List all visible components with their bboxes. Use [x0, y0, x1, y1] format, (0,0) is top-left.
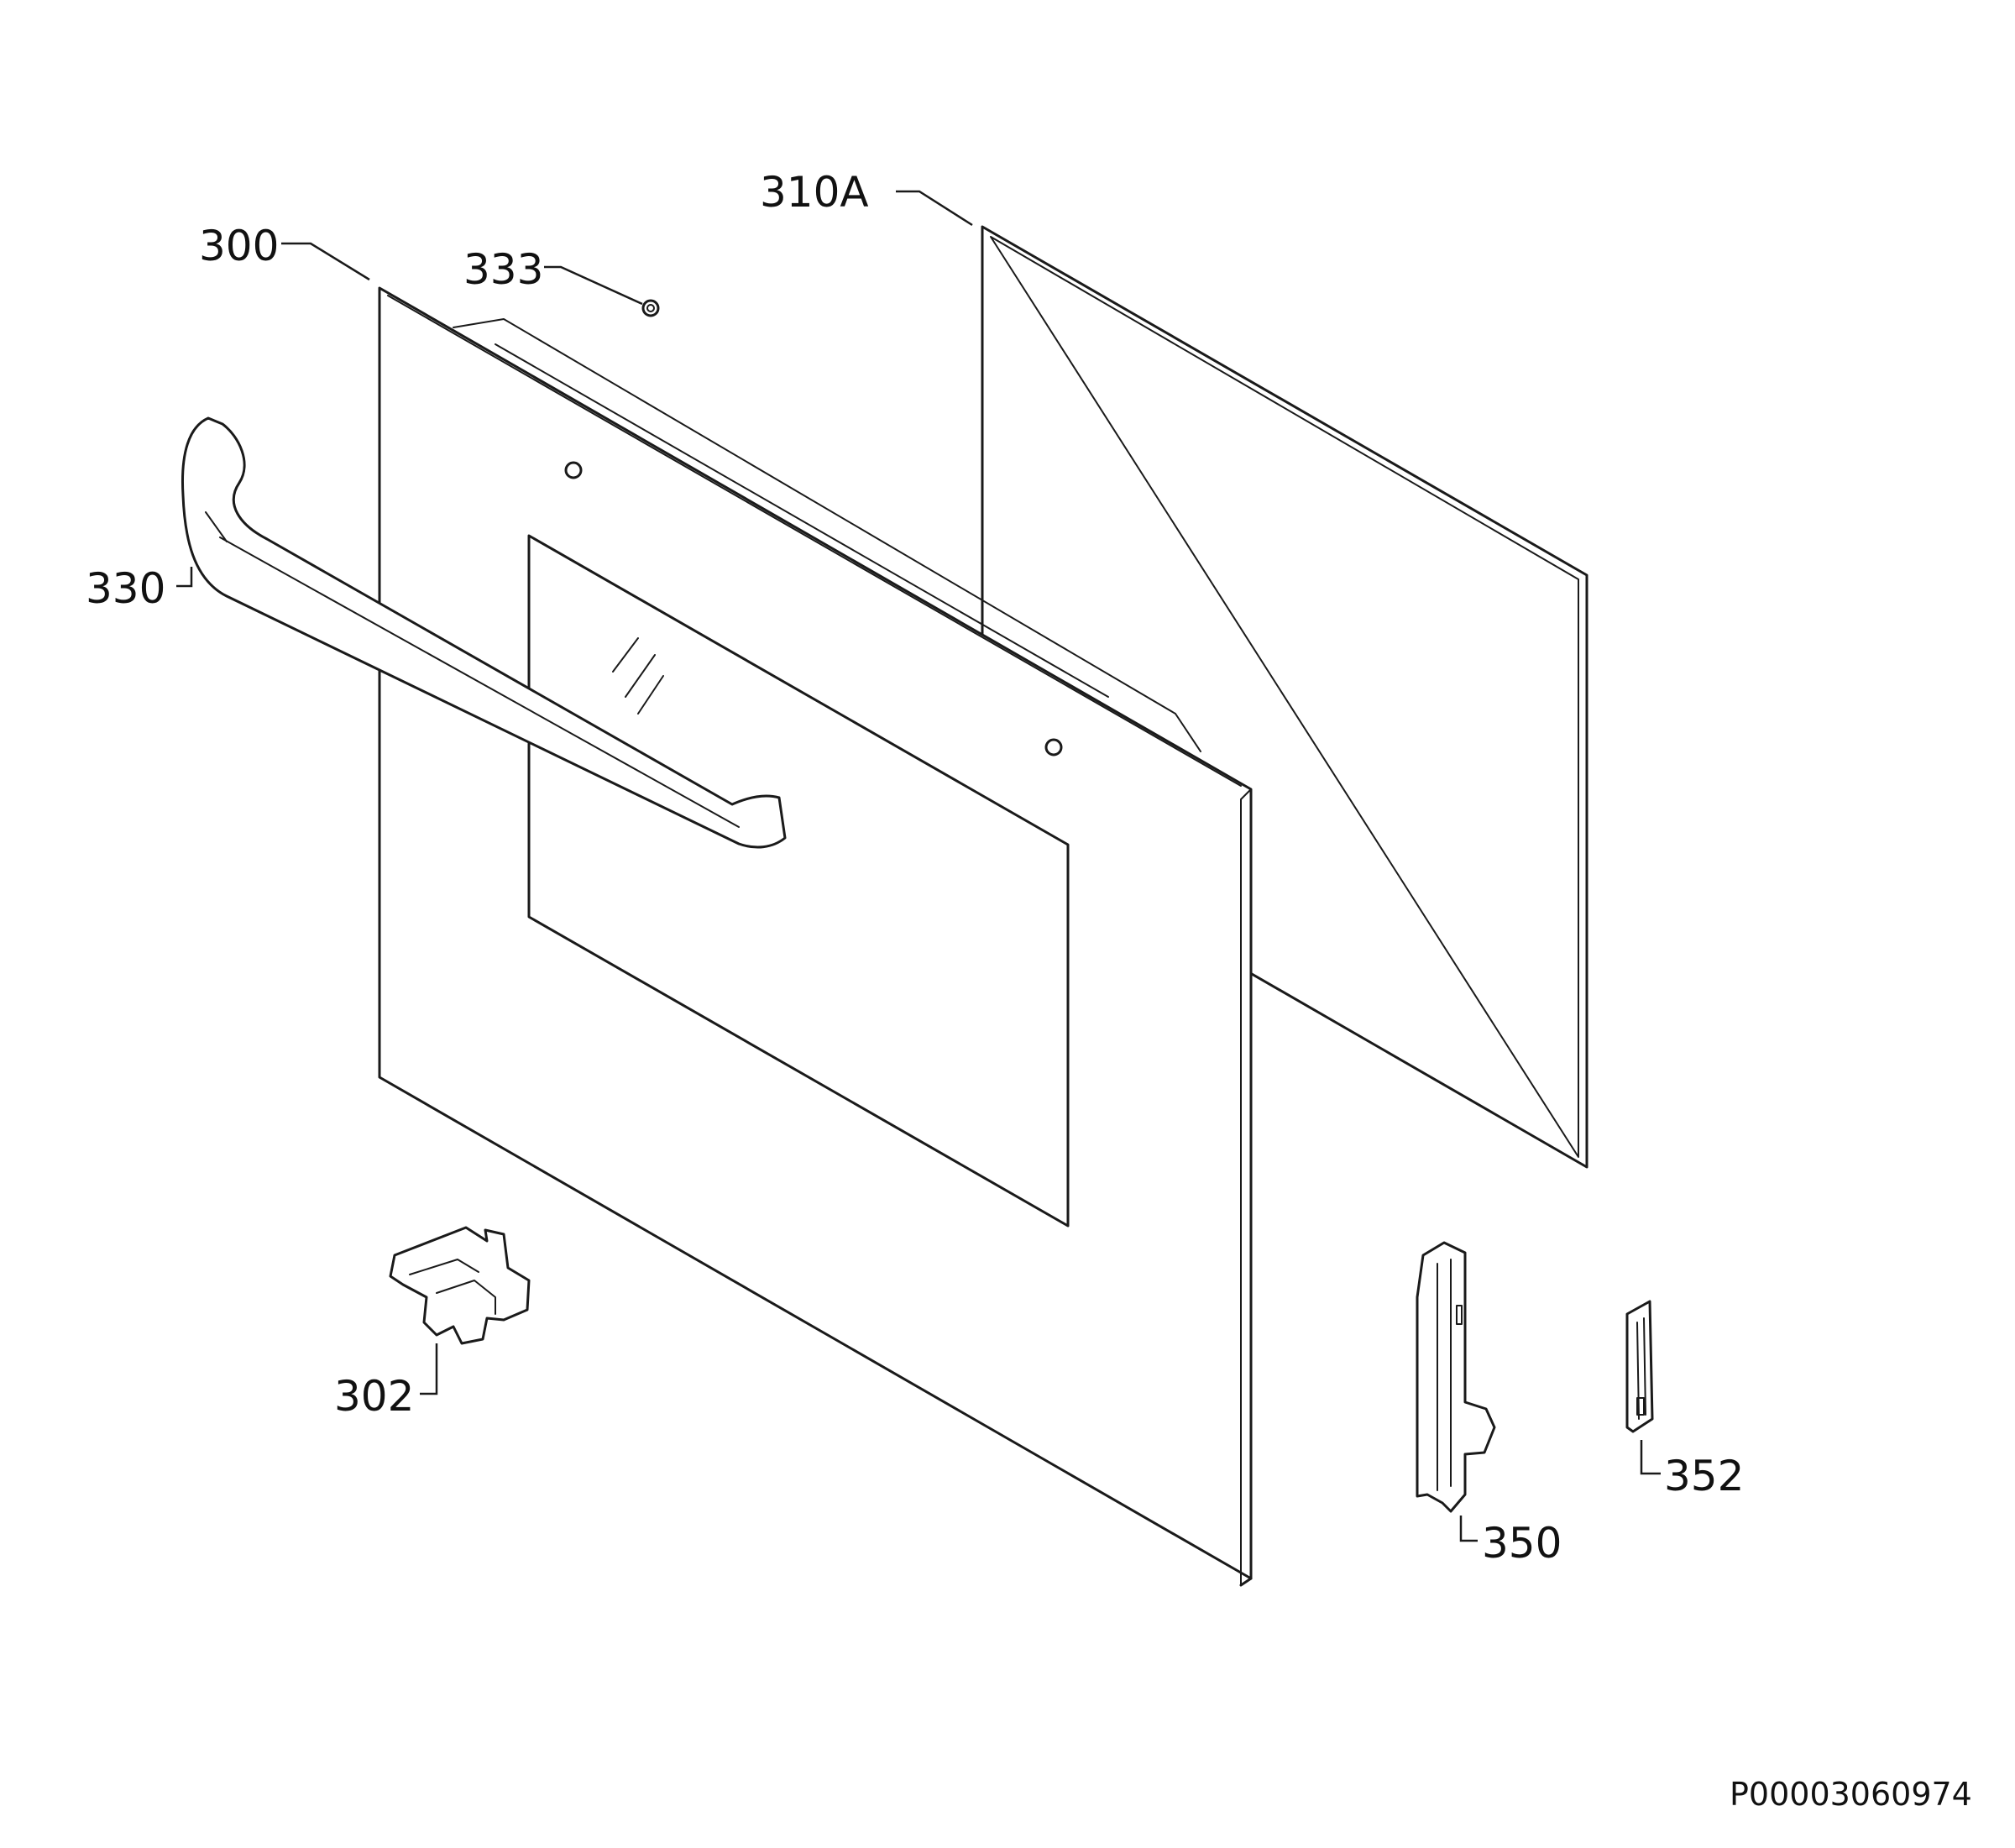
leader-333: [544, 265, 643, 306]
leader-300: [281, 242, 370, 281]
callout-labels: 300 333 310A 330 302 350 352: [86, 168, 1744, 1568]
part-330-handle: [181, 416, 787, 849]
leader-350: [1459, 1516, 1478, 1542]
part-300-door-panel: [378, 286, 1253, 1587]
part-302-hinge-receiver: [389, 1226, 531, 1345]
part-352-hinge-clip: [1625, 1300, 1654, 1433]
leader-lines: [176, 190, 1661, 1542]
leader-352: [1640, 1440, 1661, 1475]
drawing-code: P00003060974: [1730, 1776, 1972, 1813]
leader-310a: [896, 190, 973, 227]
part-310a-glass-panel: [981, 225, 1588, 1169]
callout-330: 330: [86, 564, 165, 613]
callout-302: 302: [334, 1372, 414, 1421]
callout-350: 350: [1482, 1519, 1562, 1568]
callout-310a: 310A: [760, 168, 869, 217]
part-333-screw: [641, 299, 660, 317]
part-350-hinge: [1416, 1241, 1496, 1513]
leader-302: [420, 1343, 438, 1395]
callout-333: 333: [463, 245, 543, 294]
leader-330: [176, 567, 193, 588]
callout-352: 352: [1664, 1452, 1744, 1500]
callout-300: 300: [199, 222, 279, 270]
